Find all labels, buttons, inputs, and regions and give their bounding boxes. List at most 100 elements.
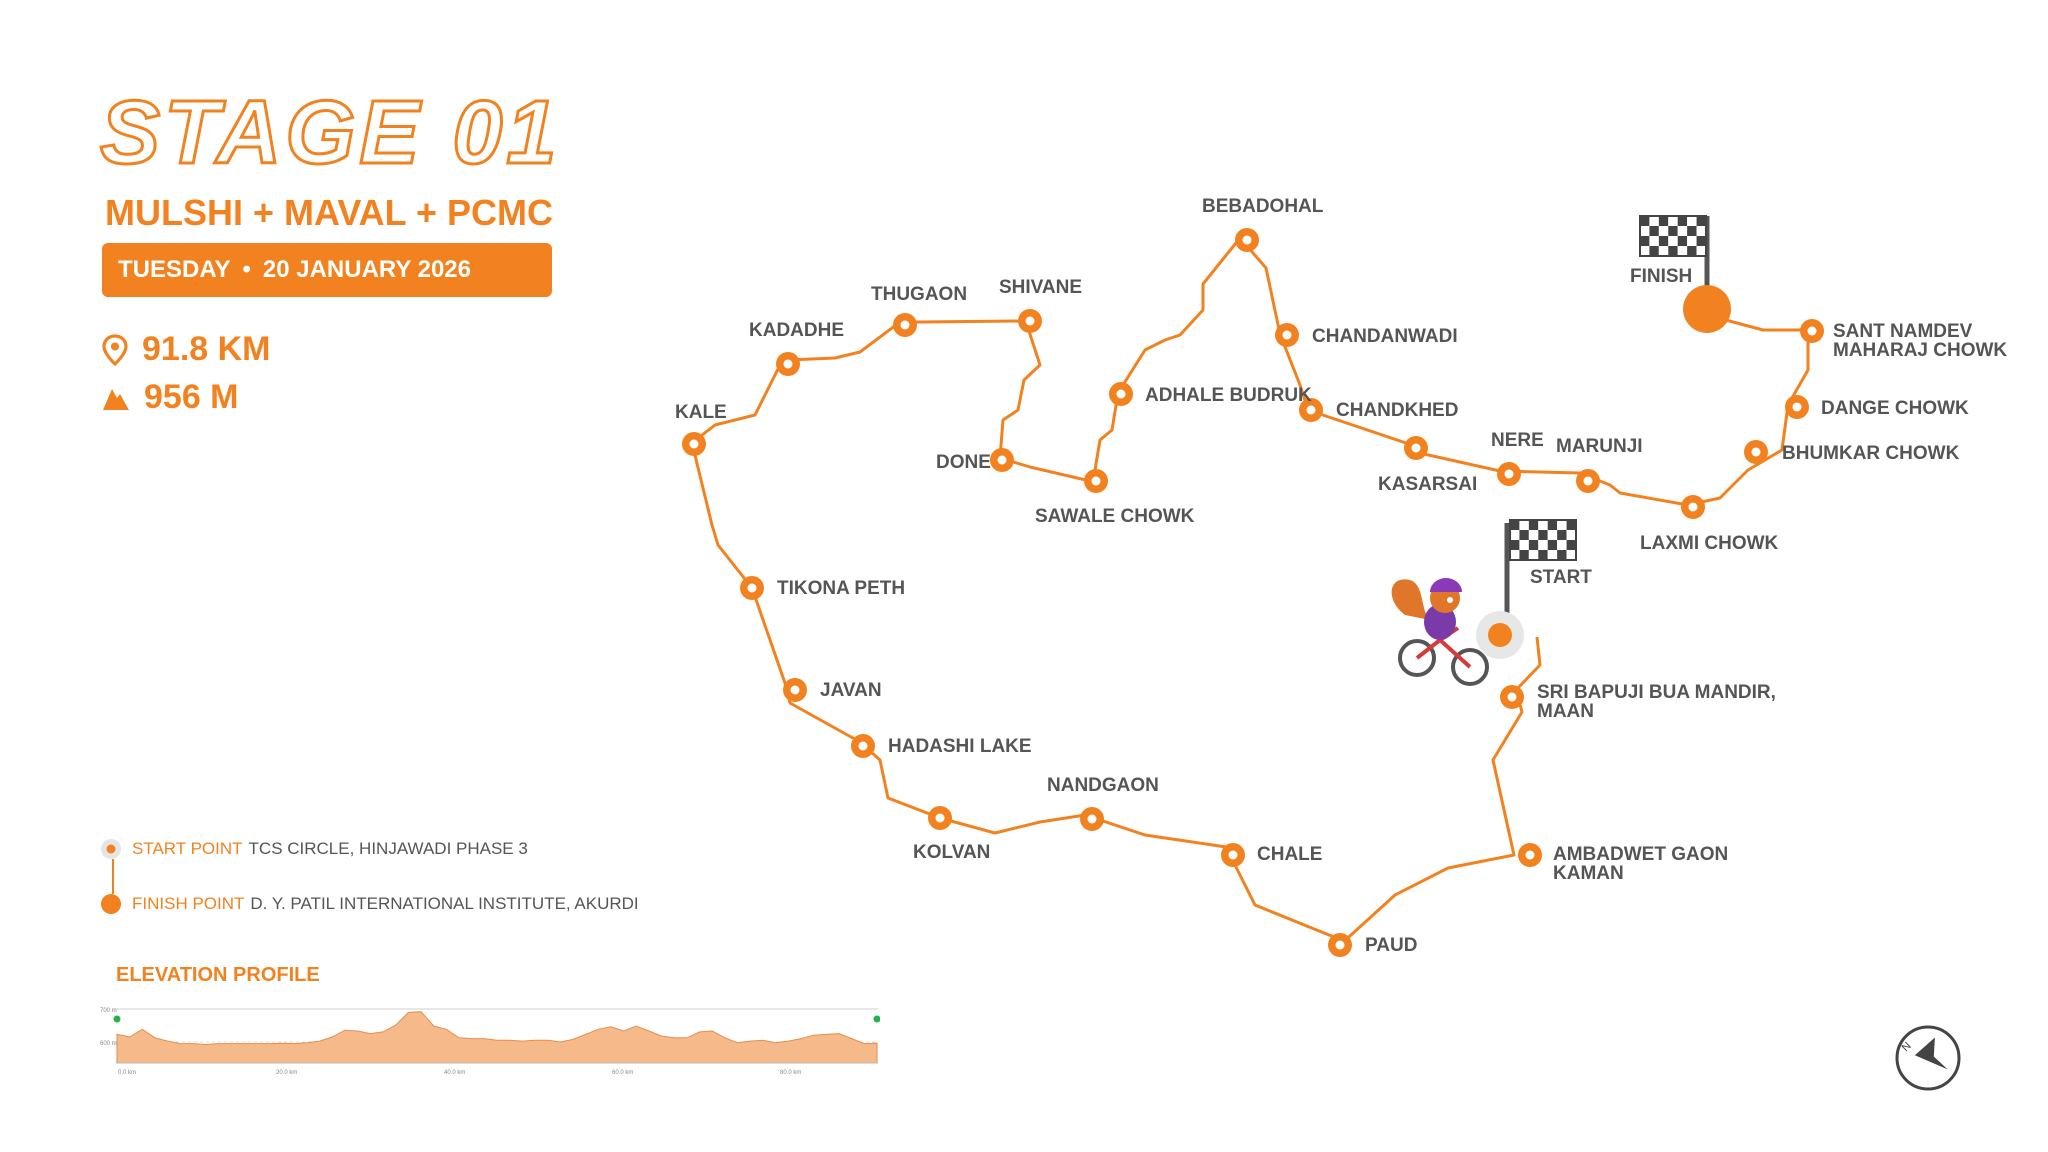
flag-square (1566, 530, 1576, 540)
waypoint-label-kolvan: KOLVAN (913, 842, 990, 863)
flag-square (1668, 236, 1678, 246)
waypoint-marker-center (1025, 316, 1035, 326)
elevation-stat: 956 M (102, 378, 239, 417)
flag-square (1658, 236, 1669, 246)
date-day: TUESDAY (118, 256, 231, 283)
finish-flag: FINISH (1630, 215, 1731, 333)
x-tick-20: 20.0 km (276, 1070, 297, 1076)
waypoint-label-bebadohal: BEBADOHAL (1202, 196, 1324, 217)
legend-connector (112, 859, 114, 894)
flag-square (1668, 246, 1678, 256)
x-tick-60: 60.0 km (612, 1070, 633, 1076)
waypoint-label-thugaon: THUGAON (871, 284, 967, 305)
flag-square (1640, 246, 1650, 256)
squirrel-cyclist-mascot (1391, 578, 1489, 686)
profile-finish-dot (873, 1015, 880, 1023)
flag-square (1658, 246, 1669, 256)
waypoint-label-tikona-peth: TIKONA PETH (777, 578, 905, 599)
waypoint-marker-center (1525, 850, 1535, 860)
flag-square (1557, 540, 1567, 550)
waypoint-label-dange-chowk: DANGE CHOWK (1821, 398, 1969, 419)
legend-start: START POINT TCS CIRCLE, HINJAWADI PHASE … (100, 838, 528, 860)
waypoint-marker-center (900, 320, 910, 330)
waypoint-label-sant-namdev-line2: MAHARAJ CHOWK (1833, 340, 2007, 361)
flag-square (1528, 530, 1539, 540)
x-tick-40: 40.0 km (444, 1070, 465, 1076)
waypoint-marker-center (1335, 940, 1345, 950)
flag-square (1557, 550, 1567, 560)
flag-square (1547, 540, 1558, 550)
waypoint-label-adhale-budruk: ADHALE BUDRUK (1145, 385, 1312, 406)
flag-square (1510, 530, 1520, 540)
elevation-value: 956 M (144, 378, 239, 416)
flag-square (1557, 530, 1567, 540)
waypoint-marker-center (1282, 330, 1292, 340)
flag-square (1547, 520, 1558, 530)
waypoint-marker-center (1807, 326, 1817, 336)
flag-square (1677, 236, 1688, 246)
legend-finish: FINISH POINT D. Y. PATIL INTERNATIONAL I… (100, 893, 639, 915)
flag-square (1649, 246, 1659, 256)
waypoint-marker-center (1228, 850, 1238, 860)
flag-square (1519, 520, 1529, 530)
flag-square (1687, 236, 1697, 246)
waypoint-markers (682, 228, 1824, 957)
waypoint-marker-center (1688, 502, 1698, 512)
waypoint-marker-center (858, 741, 868, 751)
y-tick-700: 700 m (100, 1008, 117, 1014)
waypoint-label-nandgaon: NANDGAON (1047, 775, 1159, 796)
elevation-profile-chart: 700 m 600 m 0.0 km 20.0 km 40.0 km 60.0 … (100, 1008, 880, 1076)
waypoint-marker-center (790, 685, 800, 695)
distance-value: 91.8 KM (142, 330, 271, 368)
flag-square (1640, 226, 1650, 236)
flag-square (1677, 246, 1688, 256)
flag-square (1649, 236, 1659, 246)
date-text: 20 JANUARY 2026 (262, 256, 472, 283)
checkered-flag-icon (1509, 519, 1577, 561)
flag-square (1557, 520, 1567, 530)
flag-square (1696, 236, 1706, 246)
start-point-value: TCS CIRCLE, HINJAWADI PHASE 3 (248, 839, 528, 858)
waypoint-marker-center (783, 359, 793, 369)
waypoint-label-kadadhe: KADADHE (749, 320, 844, 341)
waypoint-label-ambadwet-gaon-line2: KAMAN (1553, 863, 1624, 884)
finish-point-marker (1683, 285, 1731, 333)
flag-square (1510, 520, 1520, 530)
flag-square (1538, 530, 1548, 540)
profile-start-dot (113, 1015, 121, 1023)
flag-square (1677, 216, 1688, 226)
flag-square (1519, 550, 1529, 560)
elevation-area (116, 1011, 878, 1064)
mountain-icon (103, 388, 129, 410)
waypoint-marker-center (1411, 443, 1421, 453)
flag-square (1566, 520, 1576, 530)
flag-square (1696, 246, 1706, 256)
flag-square (1528, 520, 1539, 530)
waypoint-label-kasarsai: KASARSAI (1378, 474, 1477, 495)
checkered-flag-icon (1639, 215, 1707, 257)
location-pin-icon (102, 333, 128, 366)
waypoint-marker-center (1583, 476, 1593, 486)
waypoint-label-chandkhed: CHANDKHED (1336, 400, 1458, 421)
flag-square (1640, 236, 1650, 246)
flag-border (1509, 519, 1577, 561)
finish-point-value: D. Y. PATIL INTERNATIONAL INSTITUTE, AKU… (250, 894, 639, 913)
start-point-label: START POINT (132, 839, 243, 858)
waypoint-marker-center (747, 583, 757, 593)
waypoint-label-sri-bapuji-bua-mandir: SRI BAPUJI BUA MANDIR, (1537, 682, 1776, 703)
waypoint-label-nere: NERE (1491, 430, 1544, 451)
waypoint-marker-center (1504, 469, 1514, 479)
waypoint-marker-center (1751, 447, 1761, 457)
waypoint-label-done: DONE (936, 452, 991, 473)
flag-square (1640, 216, 1650, 226)
date-badge: TUESDAY • 20 JANUARY 2026 (102, 243, 552, 297)
flag-square (1538, 550, 1548, 560)
flag-square (1547, 530, 1558, 540)
flag-square (1687, 246, 1697, 256)
flag-square (1538, 520, 1548, 530)
flag-square (1687, 216, 1697, 226)
waypoint-marker-center (1087, 814, 1097, 824)
x-tick-80: 80.0 km (780, 1070, 801, 1076)
